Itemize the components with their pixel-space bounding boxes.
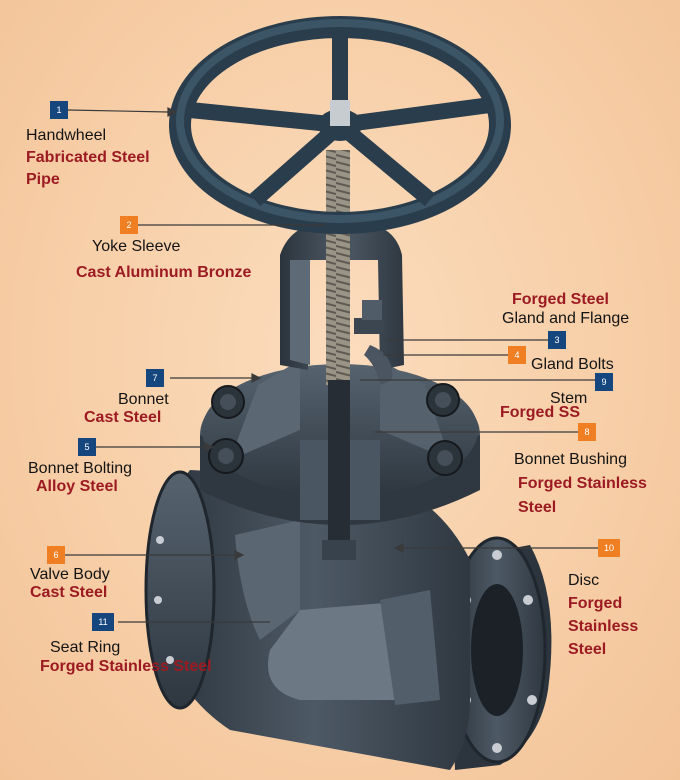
valve-body-casting bbox=[158, 470, 470, 770]
bonnet-bushing-material: Forged Stainless Steel bbox=[518, 472, 647, 520]
part-material: Forged Stainless Steel bbox=[40, 658, 212, 675]
part-name: Bonnet Bolting bbox=[28, 460, 133, 477]
callout-badge-1: 1 bbox=[50, 101, 68, 119]
part-material: Fabricated Steel bbox=[26, 149, 150, 166]
part-name: Bonnet Bushing bbox=[514, 451, 627, 468]
part-name: Seat Ring bbox=[50, 639, 121, 656]
part-material: Cast Steel bbox=[30, 584, 108, 601]
callout-badge-6: 6 bbox=[47, 546, 65, 564]
part-name: Bonnet bbox=[118, 391, 169, 408]
callout-badge-5: 5 bbox=[78, 438, 96, 456]
part-name: Disc bbox=[568, 572, 600, 589]
part-material: Pipe bbox=[26, 171, 60, 188]
part-material: Steel bbox=[518, 499, 557, 516]
bonnet-bolting-label: Bonnet Bolting bbox=[28, 458, 132, 480]
handwheel-label: Handwheel Fabricated Steel Pipe bbox=[26, 125, 150, 191]
callout-badge-2: 2 bbox=[120, 216, 138, 234]
callout-badge-8: 8 bbox=[578, 423, 596, 441]
callout-badge-7: 7 bbox=[146, 369, 164, 387]
seat-ring-material: Forged Stainless Steel bbox=[40, 656, 212, 678]
bonnet-label: Bonnet bbox=[118, 389, 169, 411]
part-material: Forged Stainless bbox=[518, 475, 647, 492]
gland-flange-label: Forged Steel bbox=[512, 289, 609, 311]
valve-body-label: Valve Body Cast Steel bbox=[30, 566, 110, 602]
bonnet-bolting-material: Alloy Steel bbox=[36, 476, 118, 498]
part-material: Cast Aluminum Bronze bbox=[76, 264, 252, 281]
handwheel bbox=[169, 16, 511, 234]
part-material: Forged bbox=[568, 595, 623, 612]
bonnet-material: Cast Steel bbox=[84, 407, 161, 429]
yoke-sleeve-material: Cast Aluminum Bronze bbox=[76, 262, 251, 284]
yoke-sleeve-label: Yoke Sleeve bbox=[92, 236, 180, 258]
gland-flange-name: Gland and Flange bbox=[502, 308, 629, 330]
bonnet-bolts bbox=[208, 383, 463, 476]
part-name: Stem bbox=[550, 390, 588, 407]
bonnet-bushing-label: Bonnet Bushing bbox=[514, 449, 627, 471]
part-material: Stainless bbox=[568, 618, 639, 635]
stem-material: Forged SS bbox=[500, 402, 580, 424]
callout-badge-9: 9 bbox=[595, 373, 613, 391]
outlet-flange bbox=[447, 536, 552, 770]
stem-label: Stem bbox=[550, 388, 587, 410]
leader-lines bbox=[65, 107, 598, 623]
part-name: Valve Body bbox=[30, 566, 110, 583]
part-name: Handwheel bbox=[26, 127, 107, 144]
yoke bbox=[280, 222, 404, 370]
stem bbox=[322, 150, 356, 560]
part-material: Alloy Steel bbox=[36, 478, 118, 495]
part-name: Gland Bolts bbox=[531, 356, 614, 373]
part-material: Forged Steel bbox=[512, 291, 609, 308]
callout-badge-10: 10 bbox=[598, 539, 620, 557]
callout-badge-3: 3 bbox=[548, 331, 566, 349]
callout-badge-11: 11 bbox=[92, 613, 114, 631]
part-name: Gland and Flange bbox=[502, 310, 630, 327]
gland-bolts-label: Gland Bolts bbox=[531, 354, 614, 376]
seat-ring-label: Seat Ring bbox=[50, 637, 120, 659]
part-name: Yoke Sleeve bbox=[92, 238, 181, 255]
callout-badge-4: 4 bbox=[508, 346, 526, 364]
part-material: Forged SS bbox=[500, 404, 581, 421]
inlet-flange bbox=[144, 470, 216, 710]
part-material: Cast Steel bbox=[84, 409, 162, 426]
part-material: Steel bbox=[568, 641, 607, 658]
disc-label: Disc Forged Stainless Steel bbox=[568, 569, 638, 661]
gland-assembly bbox=[354, 300, 393, 385]
